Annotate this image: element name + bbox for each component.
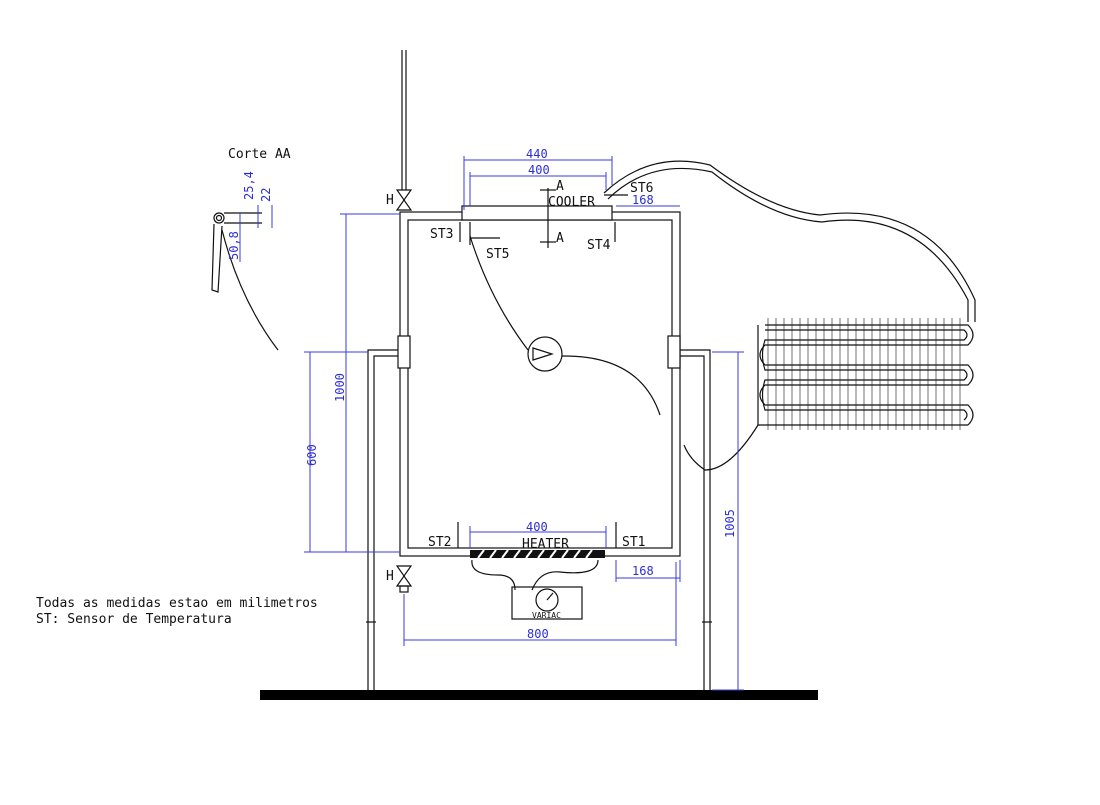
pipe-section-circle xyxy=(213,212,225,224)
condenser-coil xyxy=(603,160,976,471)
cooler-label: COOLER xyxy=(548,195,595,210)
sensor-st5: ST5 xyxy=(486,247,509,262)
heater-label: HEATER xyxy=(522,537,569,552)
pipe-section-inner xyxy=(215,214,223,222)
section-aa-detail: Corte AA 25,4 22 50,8 xyxy=(211,147,291,351)
sensor-st1: ST1 xyxy=(622,535,645,550)
support-legs xyxy=(366,349,712,690)
sensor-st3: ST3 xyxy=(430,227,453,242)
pump xyxy=(469,235,661,416)
dimension-lines xyxy=(304,156,744,691)
dim-400-heater: 400 xyxy=(526,520,548,534)
svg-text:H: H xyxy=(386,569,394,584)
svg-text:H: H xyxy=(386,193,394,208)
dim-50-8: 50,8 xyxy=(227,231,241,260)
top-valve: H xyxy=(386,189,413,211)
variac: VARIAC xyxy=(511,586,583,620)
variac-label: VARIAC xyxy=(532,611,561,620)
sensor-st2: ST2 xyxy=(428,535,451,550)
sensor-wire xyxy=(221,229,279,351)
right-joint xyxy=(667,335,681,369)
svg-text:A: A xyxy=(556,231,564,246)
heater-element xyxy=(470,550,605,558)
loop-frame xyxy=(397,211,681,557)
sensor-probe xyxy=(211,223,223,293)
note-legend: ST: Sensor de Temperatura xyxy=(36,612,232,627)
sensor-st6: ST6 xyxy=(630,181,653,196)
svg-text:A: A xyxy=(556,179,564,194)
dim-400-cooler: 400 xyxy=(528,163,550,177)
heater: HEATER xyxy=(470,537,605,591)
vent-pipe xyxy=(401,50,407,190)
sensor-st4: ST4 xyxy=(587,238,611,253)
dim-168-top: 168 xyxy=(632,193,654,207)
dim-800: 800 xyxy=(527,627,549,641)
dim-1000: 1000 xyxy=(333,373,347,402)
section-title: Corte AA xyxy=(228,147,291,162)
cooler: COOLER A A xyxy=(461,179,613,248)
dim-440: 440 xyxy=(526,147,548,161)
dim-168-bottom: 168 xyxy=(632,564,654,578)
ground-base xyxy=(260,690,818,700)
dim-25-4: 25,4 xyxy=(242,171,256,200)
dim-600: 600 xyxy=(305,444,319,466)
dim-22: 22 xyxy=(259,188,273,202)
sensor-probes xyxy=(457,194,628,548)
dim-1005: 1005 xyxy=(723,509,737,538)
pump-circle xyxy=(527,336,563,372)
bottom-valve: H xyxy=(386,565,413,593)
left-joint xyxy=(397,335,411,369)
note-units: Todas as medidas estao em milimetros xyxy=(36,596,318,611)
